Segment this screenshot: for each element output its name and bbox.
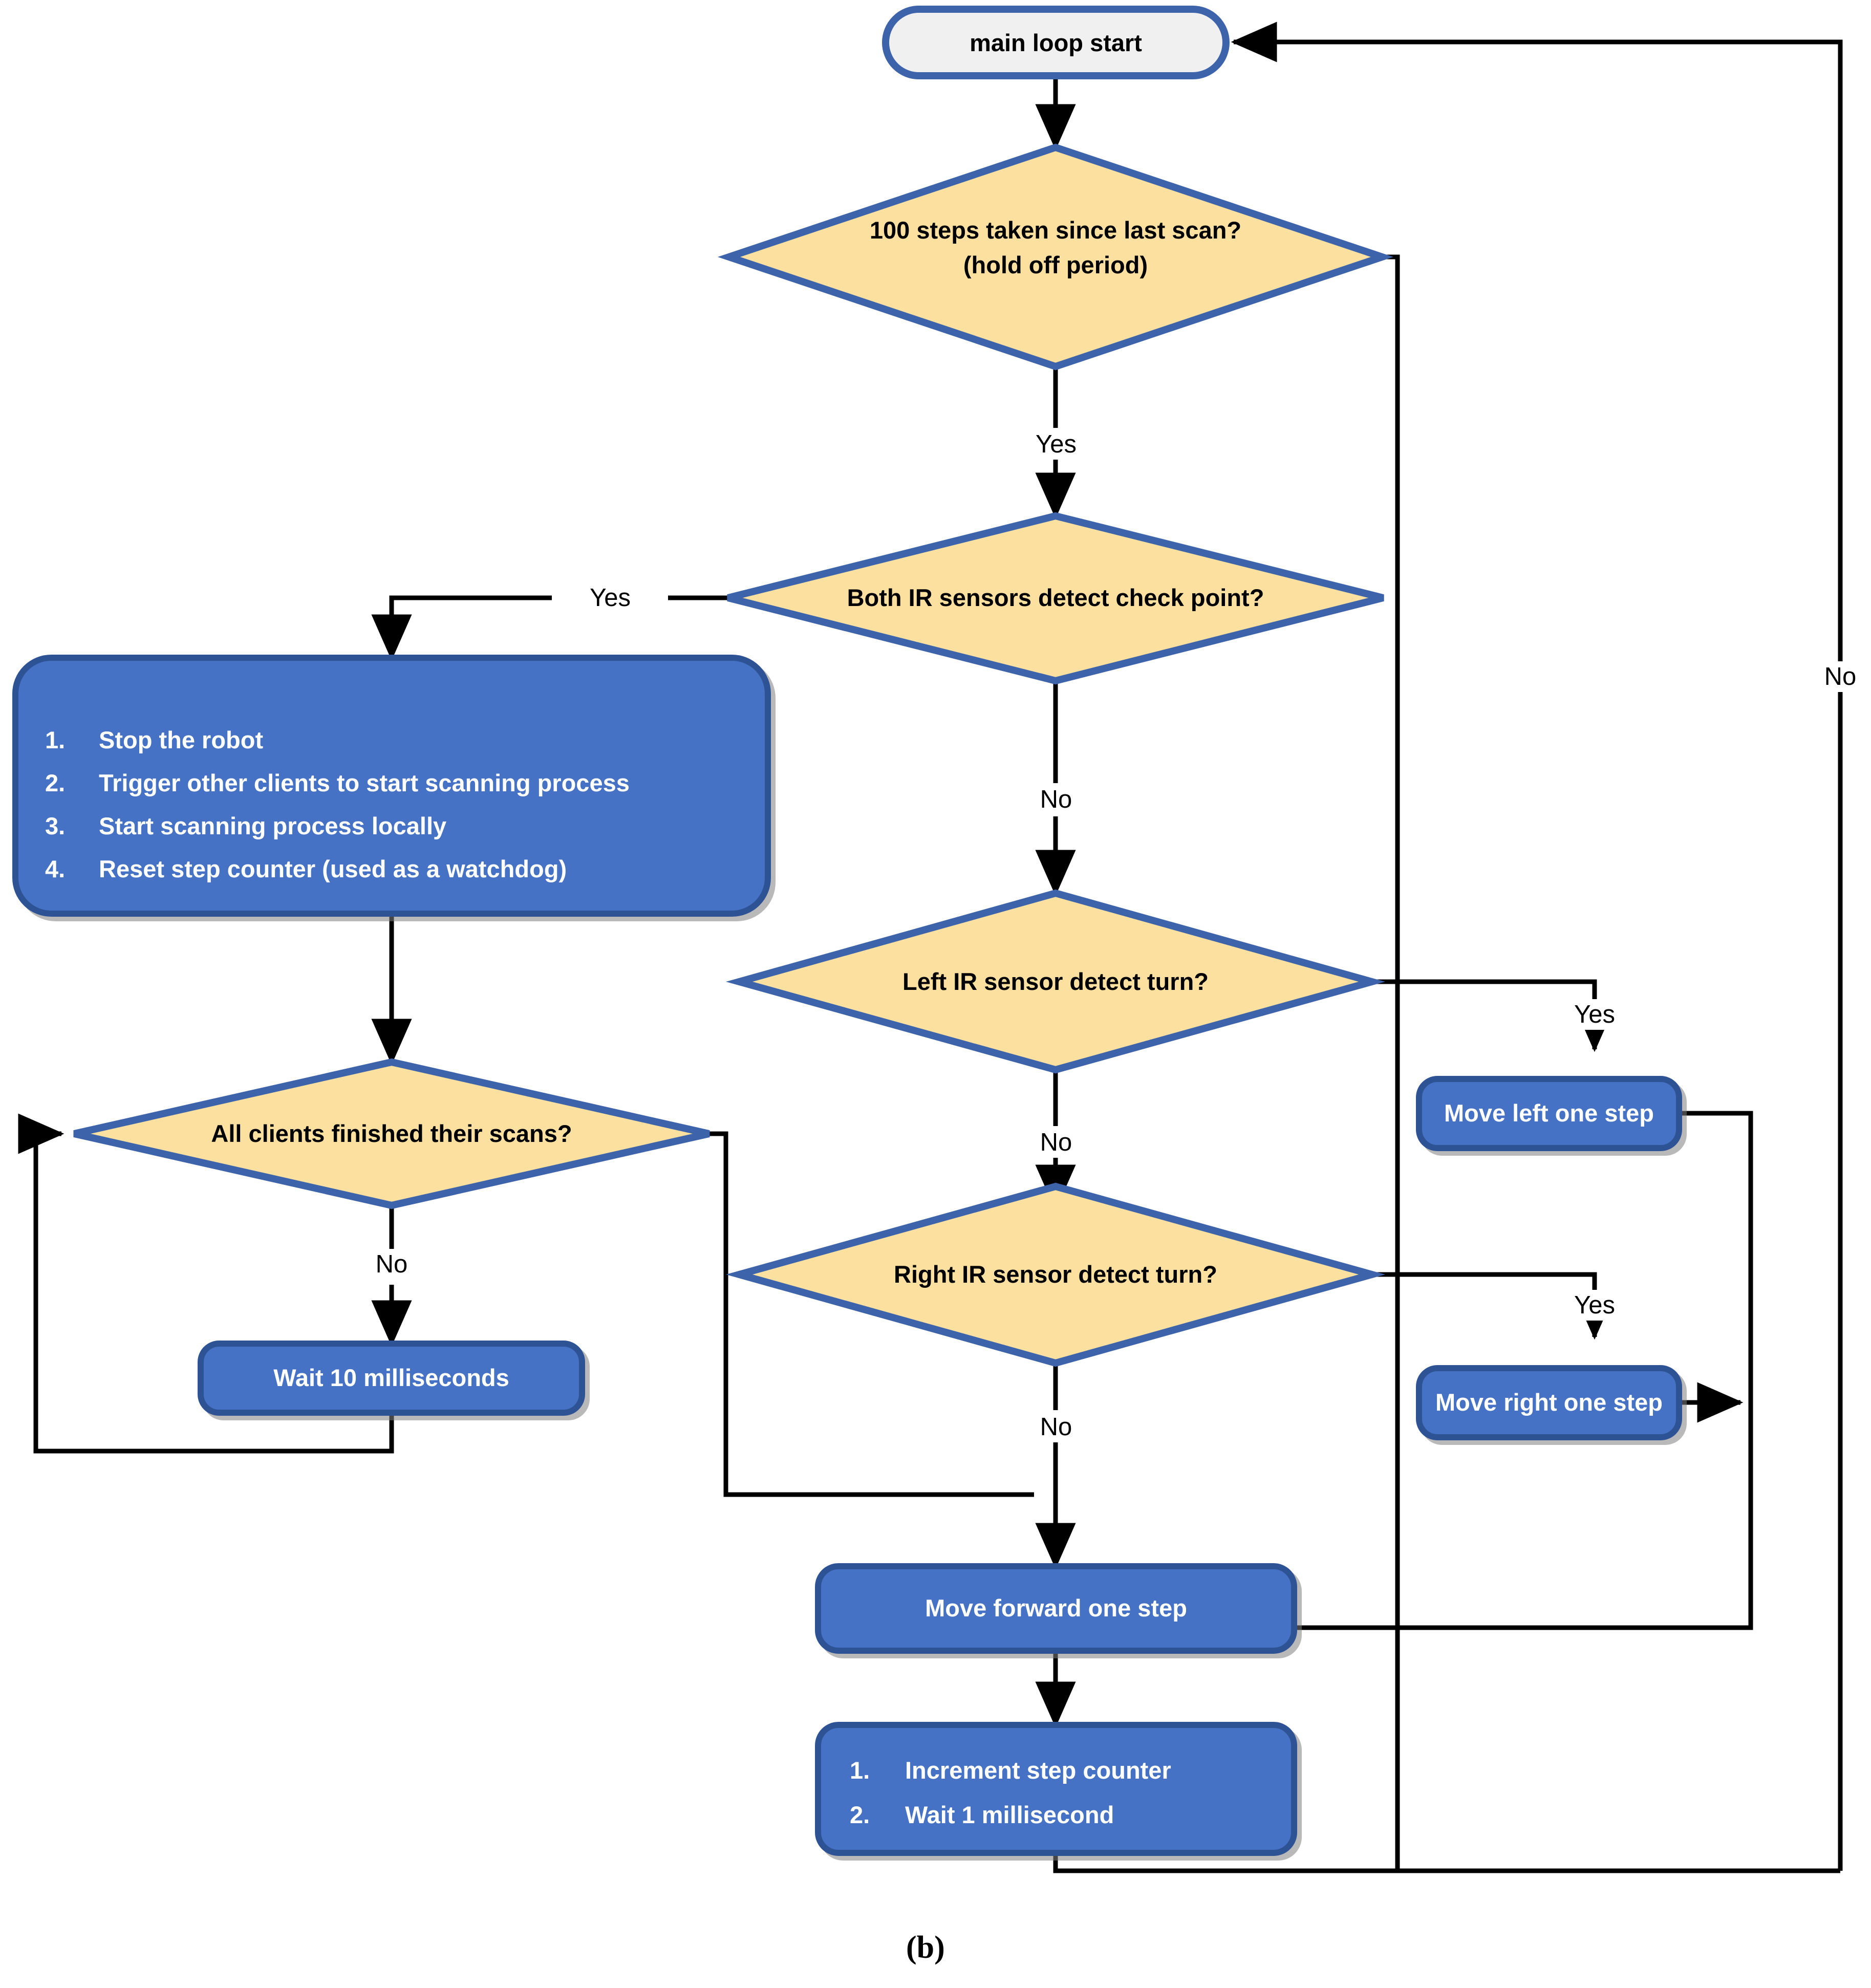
edge-right-rail-to-start: [1231, 21, 1843, 742]
node-decision-all-clients: [73, 1058, 710, 1209]
node-main-loop-start: [882, 6, 1230, 79]
counter-actions-list: 1. Increment step counter 2. Wait 1 mill…: [850, 1758, 1300, 1827]
edge-bothir-yes-b: [371, 595, 552, 661]
list-item-number: 4.: [45, 855, 66, 882]
edge-label-holdoff-yes: Yes: [1018, 429, 1094, 460]
edge-allclients-yes: [709, 1131, 1034, 1497]
edge-label-right-ir-no: No: [1018, 1412, 1094, 1442]
list-item-text: Wait 1 millisecond: [905, 1801, 1114, 1828]
node-decision-right-ir: [725, 1182, 1386, 1367]
list-item: 2. Wait 1 millisecond: [850, 1803, 1300, 1827]
list-item: 1. Stop the robot: [45, 728, 746, 752]
list-item-number: 1.: [45, 726, 66, 753]
edge-label-both-ir-no: No: [1018, 784, 1094, 815]
node-process-move-forward: [815, 1563, 1297, 1654]
edge-label-holdoff-no: No: [1802, 661, 1871, 692]
list-item-text: Reset step counter (used as a watchdog): [99, 855, 567, 882]
node-process-move-left: [1416, 1076, 1682, 1151]
node-process-wait-10ms: [198, 1341, 585, 1416]
list-item-number: 3.: [45, 812, 66, 839]
edge-wait10-loopback: [18, 1113, 394, 1454]
list-item-number: 1.: [850, 1757, 870, 1784]
list-item-text: Increment step counter: [905, 1757, 1171, 1784]
list-item: 2. Trigger other clients to start scanni…: [45, 771, 746, 795]
node-decision-both-ir: [727, 512, 1384, 685]
list-item-number: 2.: [850, 1801, 870, 1828]
figure-caption: (b): [906, 1930, 945, 1965]
list-item: 3. Start scanning process locally: [45, 814, 746, 838]
edge-label-left-ir-yes: Yes: [1556, 999, 1633, 1030]
scan-actions-list: 1. Stop the robot 2. Trigger other clien…: [45, 728, 746, 881]
list-item-text: Start scanning process locally: [99, 812, 447, 839]
edge-label-all-clients-no: No: [353, 1249, 430, 1280]
node-process-scan-actions: [12, 655, 771, 917]
list-item-number: 2.: [45, 769, 66, 796]
edge-label-both-ir-yes: Yes: [554, 582, 666, 613]
list-item: 4. Reset step counter (used as a watchdo…: [45, 857, 746, 881]
list-item: 1. Increment step counter: [850, 1758, 1300, 1782]
list-item-text: Trigger other clients to start scanning …: [99, 769, 630, 796]
edge-moveleft-return: [1077, 1111, 1753, 1648]
edge-label-left-ir-no: No: [1018, 1127, 1094, 1158]
edge-label-right-ir-yes: Yes: [1556, 1290, 1633, 1321]
list-item-text: Stop the robot: [99, 726, 264, 753]
node-process-move-right: [1416, 1365, 1682, 1440]
edge-counter-bottom-loop: [1053, 1853, 1840, 1873]
node-process-counter-actions: [815, 1722, 1297, 1856]
node-decision-left-ir: [725, 889, 1386, 1074]
node-decision-holdoff: [717, 143, 1394, 371]
